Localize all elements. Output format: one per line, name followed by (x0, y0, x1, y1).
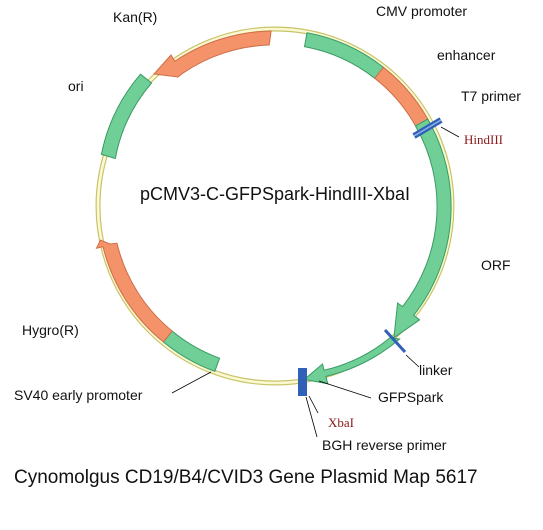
center-title: pCMV3-C-GFPSpark-HindIII-XbaI (140, 184, 410, 204)
ori-feature (100, 73, 153, 160)
kan-label: Kan(R) (113, 9, 157, 25)
orf-label: ORF (481, 257, 511, 273)
hygro-label: Hygro(R) (22, 322, 79, 338)
bgh-label: BGH reverse primer (322, 437, 447, 453)
sv40-label: SV40 early promoter (14, 387, 143, 403)
ori-label: ori (68, 78, 84, 94)
xbai-bgh-site (298, 368, 307, 396)
linker-site (383, 328, 407, 354)
hygro-feature (95, 239, 173, 343)
linker-label: linker (419, 362, 453, 378)
gfpspark-label: GFPSpark (378, 389, 444, 405)
enhancer-label: enhancer (437, 47, 496, 63)
caption: Cynomolgus CD19/B4/CVID3 Gene Plasmid Ma… (14, 467, 478, 488)
orf-feature (393, 118, 452, 339)
gfpspark-feature (303, 337, 401, 385)
hindiii-label: HindIII (464, 132, 503, 147)
cmv-promoter-label: CMV promoter (376, 3, 467, 19)
kanr-feature (152, 30, 272, 78)
t7-primer-label: T7 primer (461, 88, 521, 104)
xbai-label: XbaI (328, 415, 354, 430)
